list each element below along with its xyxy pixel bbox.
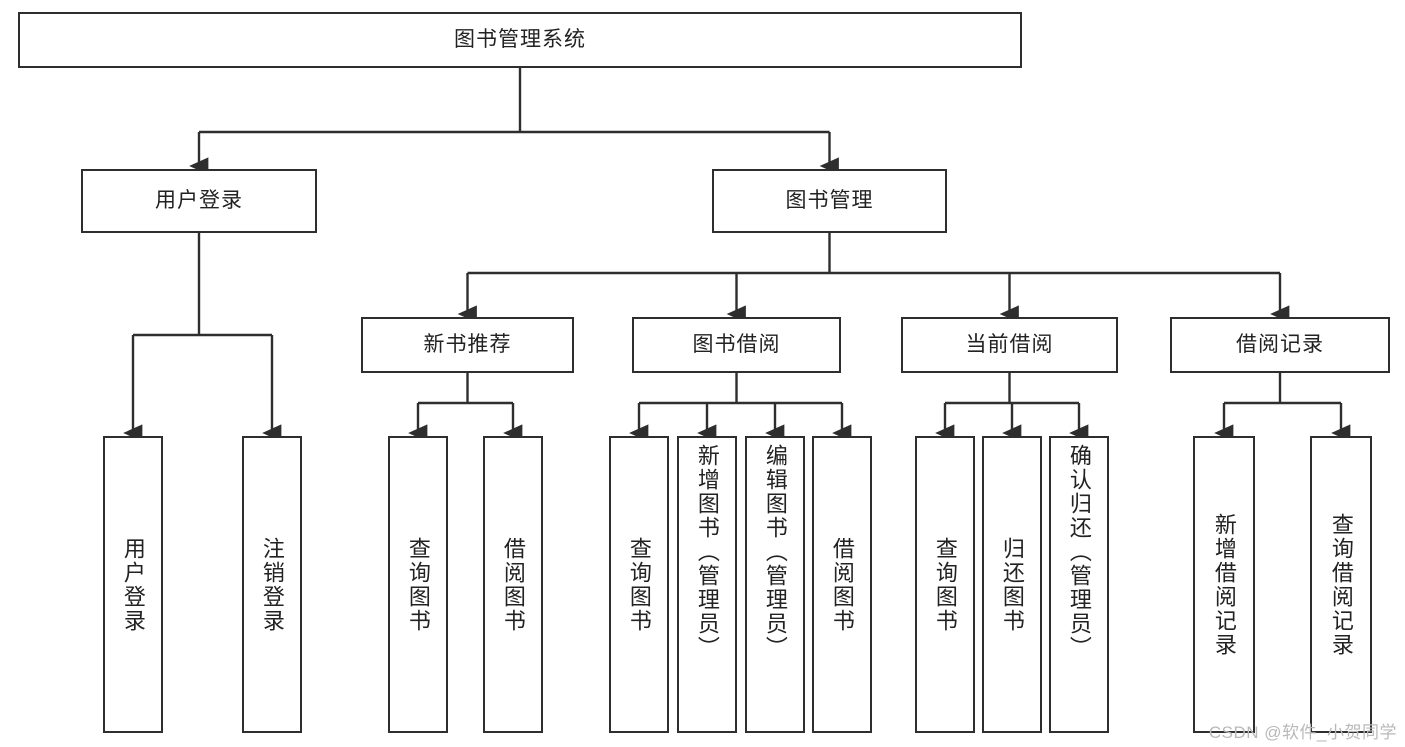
node-label: 当前借阅 [965, 333, 1054, 357]
leaf-query-book[interactable]: 查询图书 [609, 436, 669, 733]
node-label: 借阅图书 [829, 536, 855, 633]
node-root[interactable]: 图书管理系统 [18, 12, 1022, 68]
node-label: 注销登录 [259, 536, 285, 633]
leaf-logout[interactable]: 注销登录 [242, 436, 302, 733]
leaf-query-book-recommend[interactable]: 查询图书 [388, 436, 448, 733]
node-label: 图书管理系统 [454, 28, 586, 52]
node-new-book-recommend[interactable]: 新书推荐 [361, 317, 574, 373]
node-book-borrow[interactable]: 图书借阅 [632, 317, 841, 373]
node-label: 新增图书（管理员） [694, 444, 720, 660]
node-current-borrow[interactable]: 当前借阅 [901, 317, 1118, 373]
leaf-query-borrow-record[interactable]: 查询借阅记录 [1310, 436, 1372, 733]
node-label: 确认归还（管理员） [1066, 444, 1092, 660]
node-label: 归还图书 [999, 536, 1025, 633]
node-label: 编辑图书（管理员） [762, 444, 788, 660]
node-label: 查询图书 [405, 536, 431, 633]
leaf-query-book-current[interactable]: 查询图书 [915, 436, 975, 733]
node-label: 查询借阅记录 [1328, 512, 1354, 657]
node-label: 用户登录 [120, 536, 146, 633]
leaf-confirm-return-admin[interactable]: 确认归还（管理员） [1049, 436, 1109, 733]
node-borrow-record[interactable]: 借阅记录 [1170, 317, 1390, 373]
leaf-borrow-book[interactable]: 借阅图书 [812, 436, 872, 733]
node-user-login[interactable]: 用户登录 [81, 169, 317, 233]
leaf-user-login[interactable]: 用户登录 [103, 436, 163, 733]
watermark: CSDN @软件_小贺同学 [1208, 723, 1397, 742]
node-label: 图书管理 [785, 189, 874, 213]
node-label: 查询图书 [932, 536, 958, 633]
leaf-edit-book-admin[interactable]: 编辑图书（管理员） [745, 436, 805, 733]
node-label: 图书借阅 [692, 333, 781, 357]
node-book-management[interactable]: 图书管理 [712, 169, 947, 233]
leaf-borrow-book-recommend[interactable]: 借阅图书 [483, 436, 543, 733]
node-label: 查询图书 [626, 536, 652, 633]
node-label: 用户登录 [155, 189, 243, 213]
node-label: 借阅图书 [500, 536, 526, 633]
node-label: 新增借阅记录 [1211, 512, 1237, 657]
leaf-add-book-admin[interactable]: 新增图书（管理员） [677, 436, 737, 733]
node-label: 借阅记录 [1236, 333, 1324, 357]
leaf-return-book[interactable]: 归还图书 [982, 436, 1042, 733]
leaf-add-borrow-record[interactable]: 新增借阅记录 [1193, 436, 1255, 733]
node-label: 新书推荐 [423, 333, 512, 357]
